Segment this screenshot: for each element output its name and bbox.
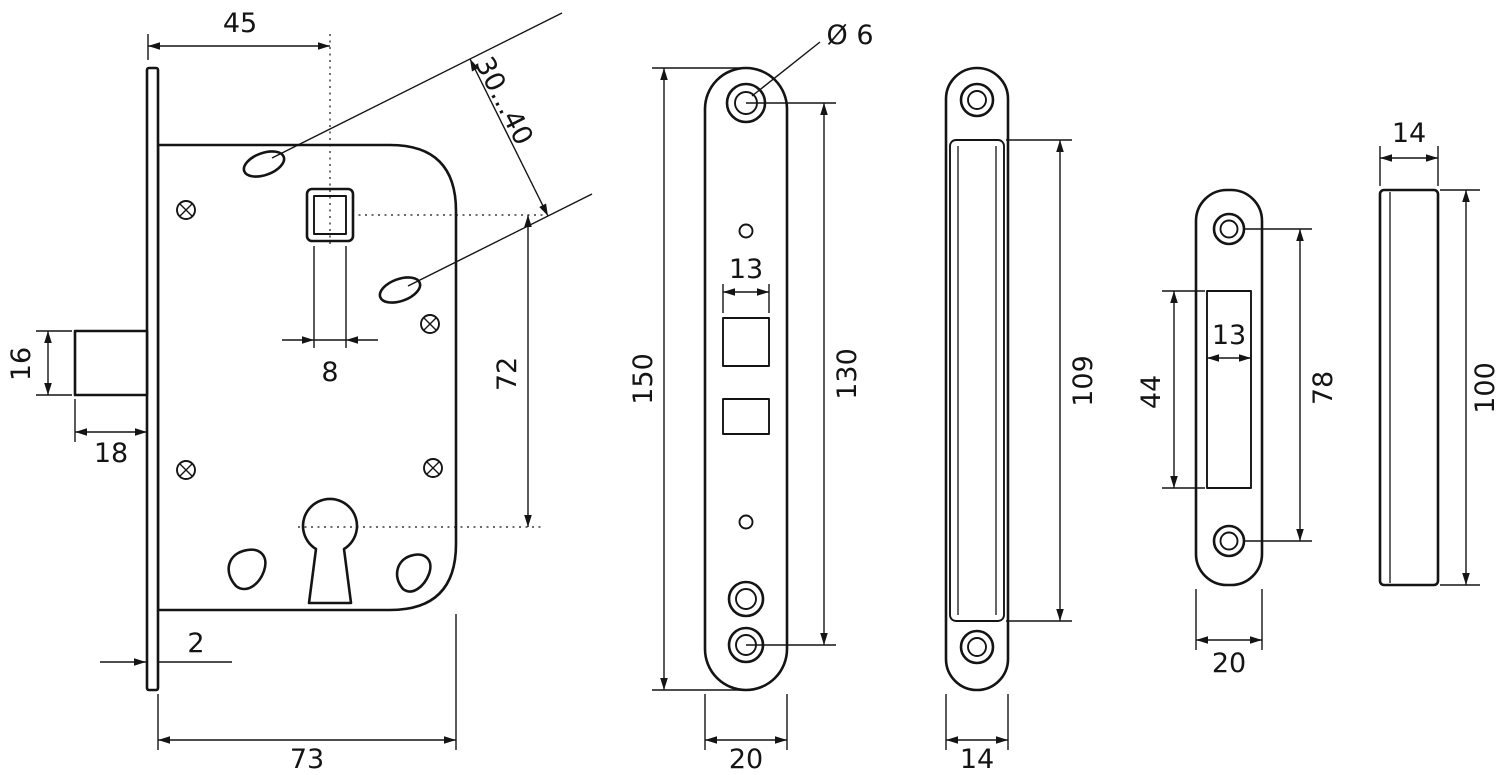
strike-box-outline [1378,188,1440,587]
deadbolt-cutout [722,398,770,435]
dim-label-screw-spacing: 78 [1308,371,1339,405]
dim-label-plate-width: 20 [1212,648,1246,679]
dim-label-body-depth: 73 [290,744,324,775]
dim-label-case-length: 109 [1068,355,1099,407]
dimension-box-height: 100 [1440,189,1500,586]
latch-cutout [722,317,770,367]
dim-label-latch-depth: 18 [94,438,128,469]
lock-case-outline [156,143,458,612]
faceplate-profile [145,66,160,692]
case-edge [949,139,1005,622]
screw-hole-top [959,82,995,118]
screw-head-icon [420,314,440,334]
dimension-top-width: 45 [147,8,330,60]
keyhole [301,497,359,605]
dim-label-backset-range: 30...40 [468,52,539,150]
dim-label-cutout-height: 44 [1136,375,1167,409]
dim-label-faceplate-thickness: 2 [187,628,204,659]
dimension-plate-width: 20 [704,694,788,775]
dimension-latch-height: 16 [6,330,72,396]
mounting-slot-right [378,276,422,304]
screw-hole-top [1212,212,1246,246]
dimension-cutout-height: 44 [1136,290,1205,489]
dim-label-spindle-square: 8 [321,357,338,388]
dimension-latch-depth: 18 [74,399,147,469]
dimension-plate-width: 20 [1195,589,1263,679]
dim-label-plate-length: 150 [628,353,659,405]
spring-part-left [227,548,267,591]
screw-head-icon [176,460,196,480]
dim-label-latch-cutout-width: 13 [729,254,763,285]
strike-plate-outline [1194,188,1264,587]
dimension-latch-cutout-width: 13 [722,254,770,313]
dimension-box-depth: 14 [1379,118,1439,186]
dimension-body-depth: 73 [157,614,457,775]
screw-hole-bottom-1 [727,580,765,618]
dimension-plate-length: 150 [628,67,740,691]
dim-label-box-depth: 14 [1392,118,1426,149]
pin-hole-lower [738,514,754,530]
dim-label-top-width: 45 [223,8,257,39]
dim-label-latch-height: 16 [6,347,37,381]
view-strike-box-side: 14 100 [1378,118,1500,587]
screw-hole-bottom [959,629,995,665]
dimension-screw-spacing: 130 [746,102,863,646]
dimension-cutout-width: 13 [1207,320,1251,362]
view-lock-body-edge: 109 14 [944,66,1099,775]
edge-outline [944,66,1010,692]
dimension-faceplate-thickness: 2 [100,628,232,666]
screw-head-icon [423,458,443,478]
view-lock-body-side: 45 30...40 16 18 8 [6,8,593,775]
dimension-spindle-square: 8 [282,246,378,388]
spring-part-right [395,553,432,593]
dim-label-screw-hole-dia: Ø 6 [826,20,873,51]
dimension-case-thickness: 14 [945,694,1009,775]
dimension-screw-spacing: 78 [1244,228,1339,542]
screw-hole-bottom [1212,524,1246,558]
dim-label-screw-spacing: 130 [832,348,863,400]
view-strike-plate: 44 13 78 20 [1136,188,1339,679]
screw-head-icon [176,200,196,220]
strike-cutout [1206,290,1252,489]
dim-label-box-height: 100 [1470,362,1500,414]
dimension-case-length: 109 [1006,139,1099,622]
dimension-spindle-to-key: 72 [492,215,532,527]
dim-label-cutout-width: 13 [1212,320,1246,351]
view-faceplate-front: Ø 6 150 130 13 20 [628,20,874,775]
dimension-screw-hole-dia: Ø 6 [751,20,874,97]
dim-label-plate-width: 20 [729,744,763,775]
spindle-hub-inner [313,195,347,235]
pin-hole-upper [738,223,754,239]
latch-bolt [73,329,149,397]
dim-label-spindle-to-key: 72 [492,357,523,391]
faceplate-outline [703,66,789,692]
dim-label-case-thickness: 14 [960,744,994,775]
